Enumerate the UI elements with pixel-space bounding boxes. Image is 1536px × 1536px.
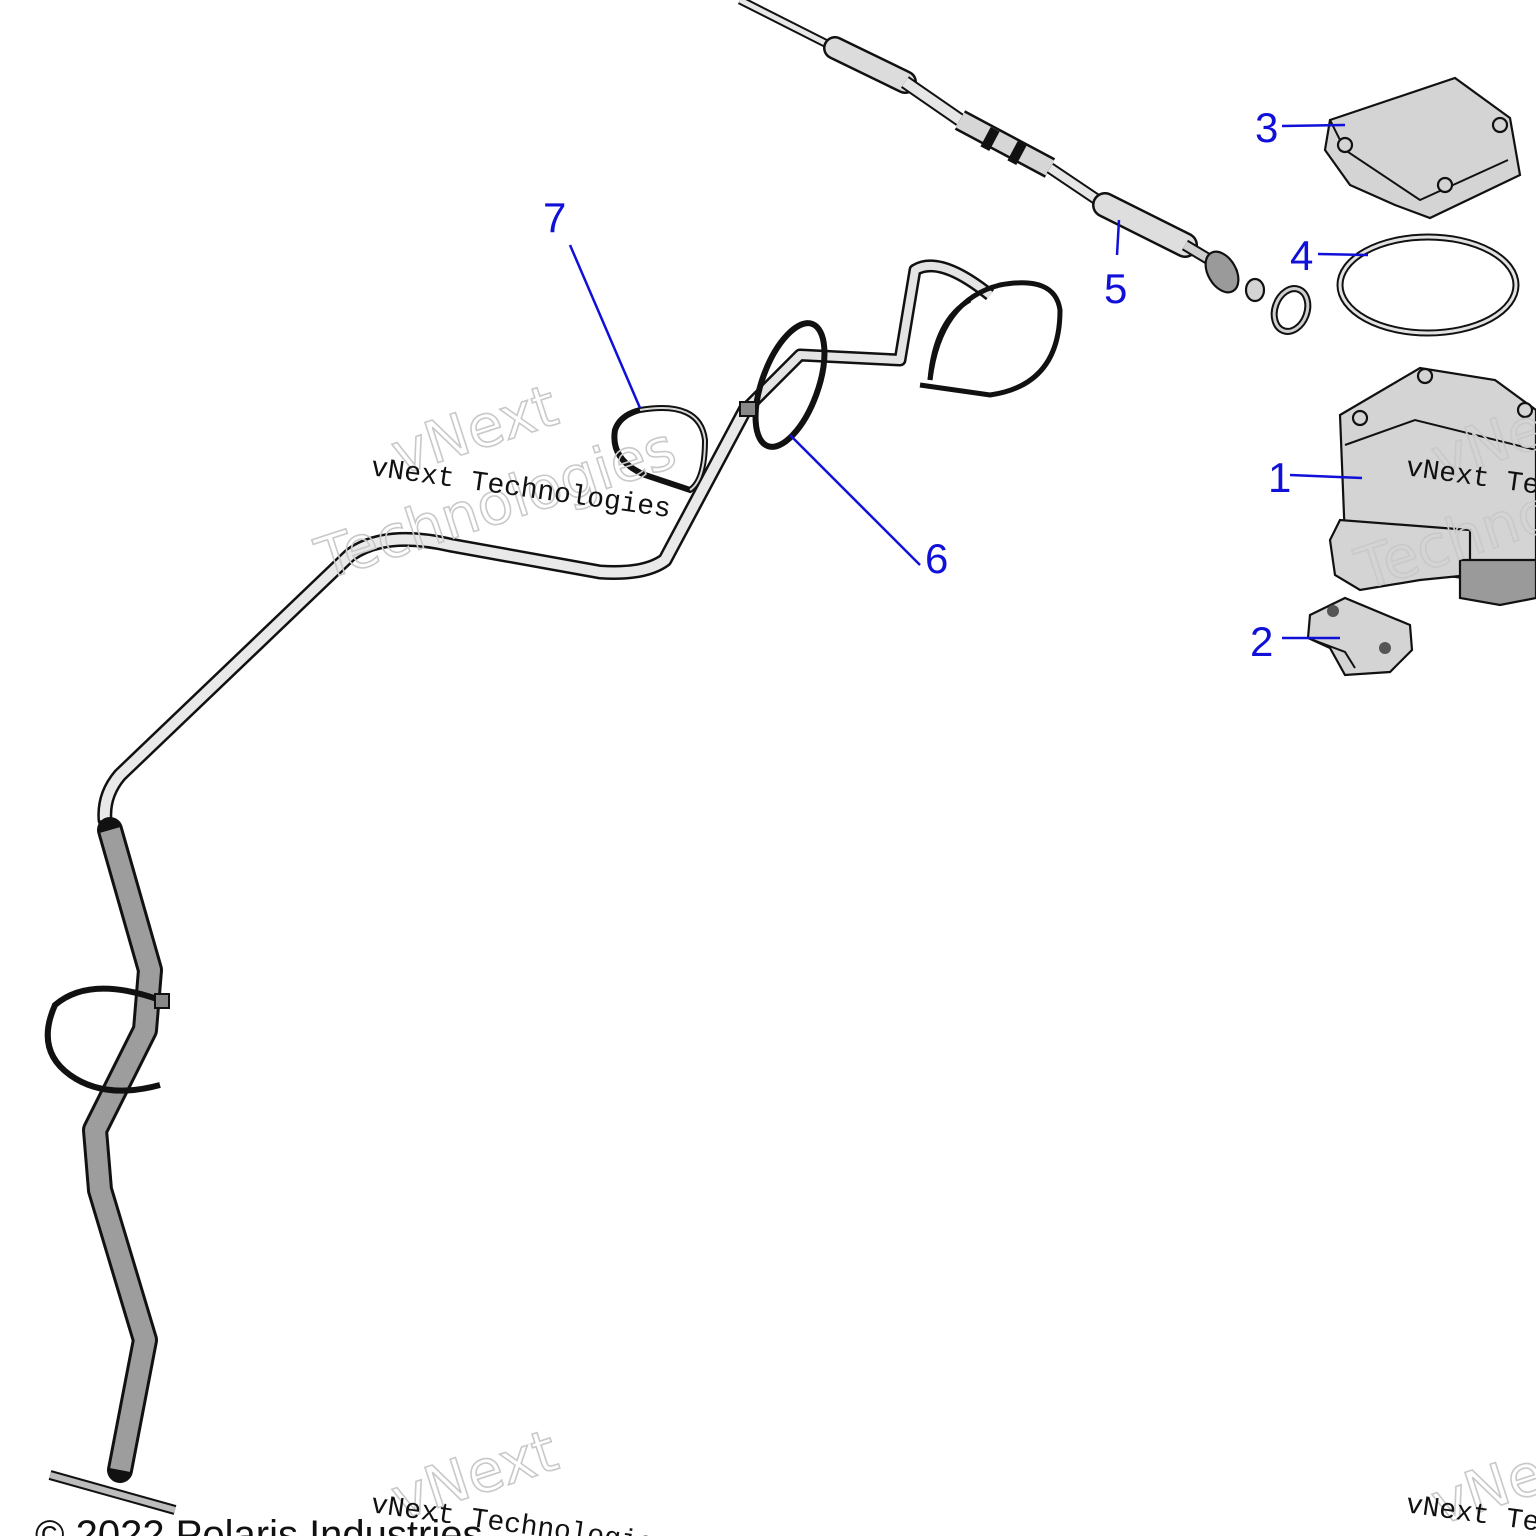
callout-5: 5 [1104, 265, 1127, 312]
harness-clip [611, 405, 709, 494]
watermark-bottom-right: vNext vNext Technologies [1404, 1420, 1536, 1536]
throttle-housing [1328, 366, 1536, 607]
callout-7: 7 [543, 194, 566, 241]
callout-4: 4 [1290, 232, 1313, 279]
cable-tie [739, 320, 828, 450]
callout-3: 3 [1255, 104, 1278, 151]
throttle-cover [1323, 76, 1522, 220]
callout-1: 1 [1268, 454, 1291, 501]
callout-6: 6 [925, 535, 948, 582]
callout-2: 2 [1250, 618, 1273, 665]
callout-numbers: 1 2 3 4 5 6 7 [543, 104, 1313, 665]
housing-clamp [1306, 596, 1414, 677]
throttle-cable [737, 0, 1266, 303]
wire-harness [44, 259, 1063, 1515]
copyright-notice: © 2022 Polaris Industries [35, 1513, 482, 1536]
cover-seal [1336, 233, 1520, 337]
callout-leaders [568, 123, 1369, 640]
